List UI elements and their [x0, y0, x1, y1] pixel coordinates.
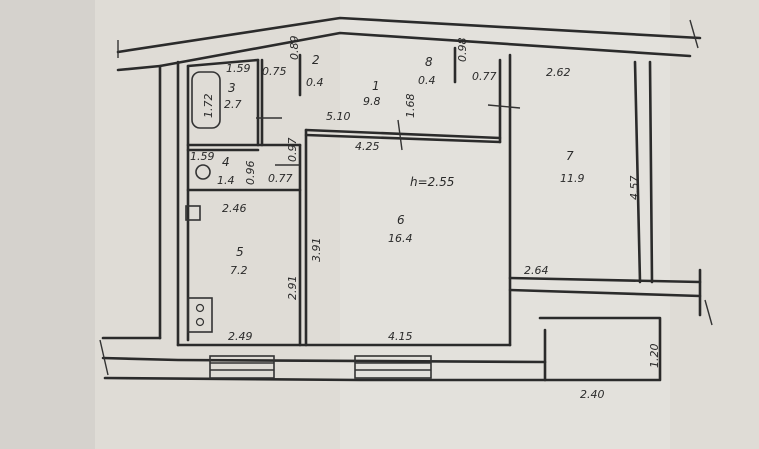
sink-icon — [185, 205, 201, 221]
paper-light — [340, 0, 670, 449]
dim-0-96: 0.96 — [244, 161, 257, 186]
burner-icon — [195, 317, 205, 327]
toilet-icon — [195, 164, 211, 180]
room-1-number: 1 — [372, 79, 380, 93]
dim-1-59-mid: 1.59 — [190, 150, 215, 163]
room-4-area: 1.4 — [217, 174, 235, 187]
room-4-number: 4 — [222, 155, 230, 169]
dim-5-10: 5.10 — [326, 110, 351, 123]
paper-shadow — [0, 0, 95, 449]
interior-walls — [186, 46, 521, 347]
stove-icon — [187, 297, 213, 333]
dim-0-89: 0.89 — [288, 36, 301, 61]
room-5-area: 7.2 — [230, 264, 248, 277]
dim-0-77-right: 0.77 — [472, 70, 497, 83]
room-3-area: 2.7 — [224, 98, 242, 111]
dim-0-77-left: 0.77 — [268, 172, 293, 185]
dim-0-97: 0.97 — [286, 138, 299, 163]
room-8-area: 0.4 — [418, 74, 436, 87]
dimension-labels: 1.59 1.72 0.89 0.75 0.98 0.77 2.62 1.68 … — [190, 36, 661, 402]
room-6-number: 6 — [397, 213, 405, 227]
ceiling-height: h=2.55 — [410, 175, 454, 189]
room-8-number: 8 — [425, 55, 433, 69]
dim-1-20: 1.20 — [648, 344, 661, 369]
dim-3-91: 3.91 — [310, 238, 323, 263]
dim-1-59-top: 1.59 — [226, 62, 251, 75]
dim-2-62: 2.62 — [546, 66, 571, 79]
room-3-number: 3 — [228, 81, 236, 95]
outer-walls — [99, 16, 713, 382]
windows — [209, 355, 432, 379]
dim-2-91: 2.91 — [286, 276, 299, 301]
dim-4-15: 4.15 — [388, 330, 413, 343]
room-labels: 1 9.8 2 0.4 3 2.7 4 1.4 5 7.2 6 16.4 7 1… — [217, 53, 585, 277]
dim-4-57: 4.57 — [628, 176, 641, 201]
room-2-number: 2 — [312, 53, 320, 67]
dim-2-40: 2.40 — [580, 388, 605, 401]
dim-2-46: 2.46 — [222, 202, 247, 215]
bathtub-icon — [191, 71, 221, 129]
dim-1-68: 1.68 — [404, 94, 417, 119]
room-1-area: 9.8 — [363, 95, 381, 108]
dim-2-49: 2.49 — [228, 330, 253, 343]
dim-0-98: 0.98 — [456, 38, 469, 63]
room-2-area: 0.4 — [306, 76, 324, 89]
room-5-number: 5 — [236, 245, 244, 259]
burner-icon — [195, 303, 205, 313]
room-6-area: 16.4 — [388, 232, 413, 245]
dim-0-75: 0.75 — [262, 65, 287, 78]
room-7-area: 11.9 — [560, 172, 585, 185]
dim-1-72: 1.72 — [202, 94, 215, 119]
room-7-number: 7 — [566, 149, 574, 163]
dim-4-25: 4.25 — [355, 140, 380, 153]
dim-2-64: 2.64 — [524, 264, 549, 277]
fixtures — [185, 71, 221, 333]
